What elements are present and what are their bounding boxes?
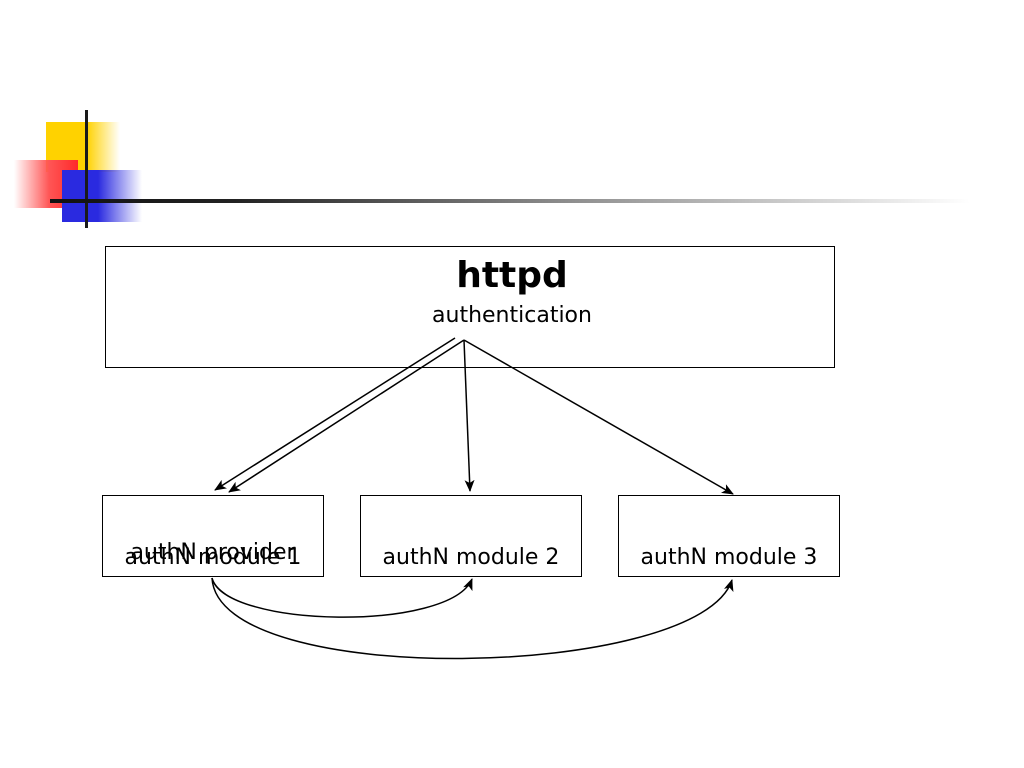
arrow-auth-to-module-3 — [463, 339, 734, 495]
authentication-label: authentication — [432, 303, 592, 328]
arrow-auth-to-module-1-a — [214, 337, 456, 491]
curve-module-1-to-module-3 — [211, 577, 734, 660]
authn-provider-label: authN provider — [130, 540, 296, 565]
curve-module-1-to-module-2 — [211, 577, 473, 618]
arrow-auth-to-module-2 — [463, 339, 475, 492]
blue-square-decoration — [62, 170, 142, 222]
vertical-rule-decoration — [85, 110, 88, 228]
httpd-title: httpd — [456, 255, 568, 296]
authn-module-1-label: authN module 1 — [124, 545, 302, 570]
authn-module-2-label: authN module 2 — [382, 545, 560, 570]
authn-module-3-box: authN module 3 — [618, 495, 840, 577]
authn-module-2-box: authN module 2 — [360, 495, 582, 577]
arrow-auth-to-module-1-b — [228, 339, 465, 493]
horizontal-rule-decoration — [50, 199, 970, 203]
authn-module-3-label: authN module 3 — [640, 545, 818, 570]
authn-module-1-box: authN provider authN module 1 — [102, 495, 324, 577]
httpd-box — [105, 246, 835, 368]
